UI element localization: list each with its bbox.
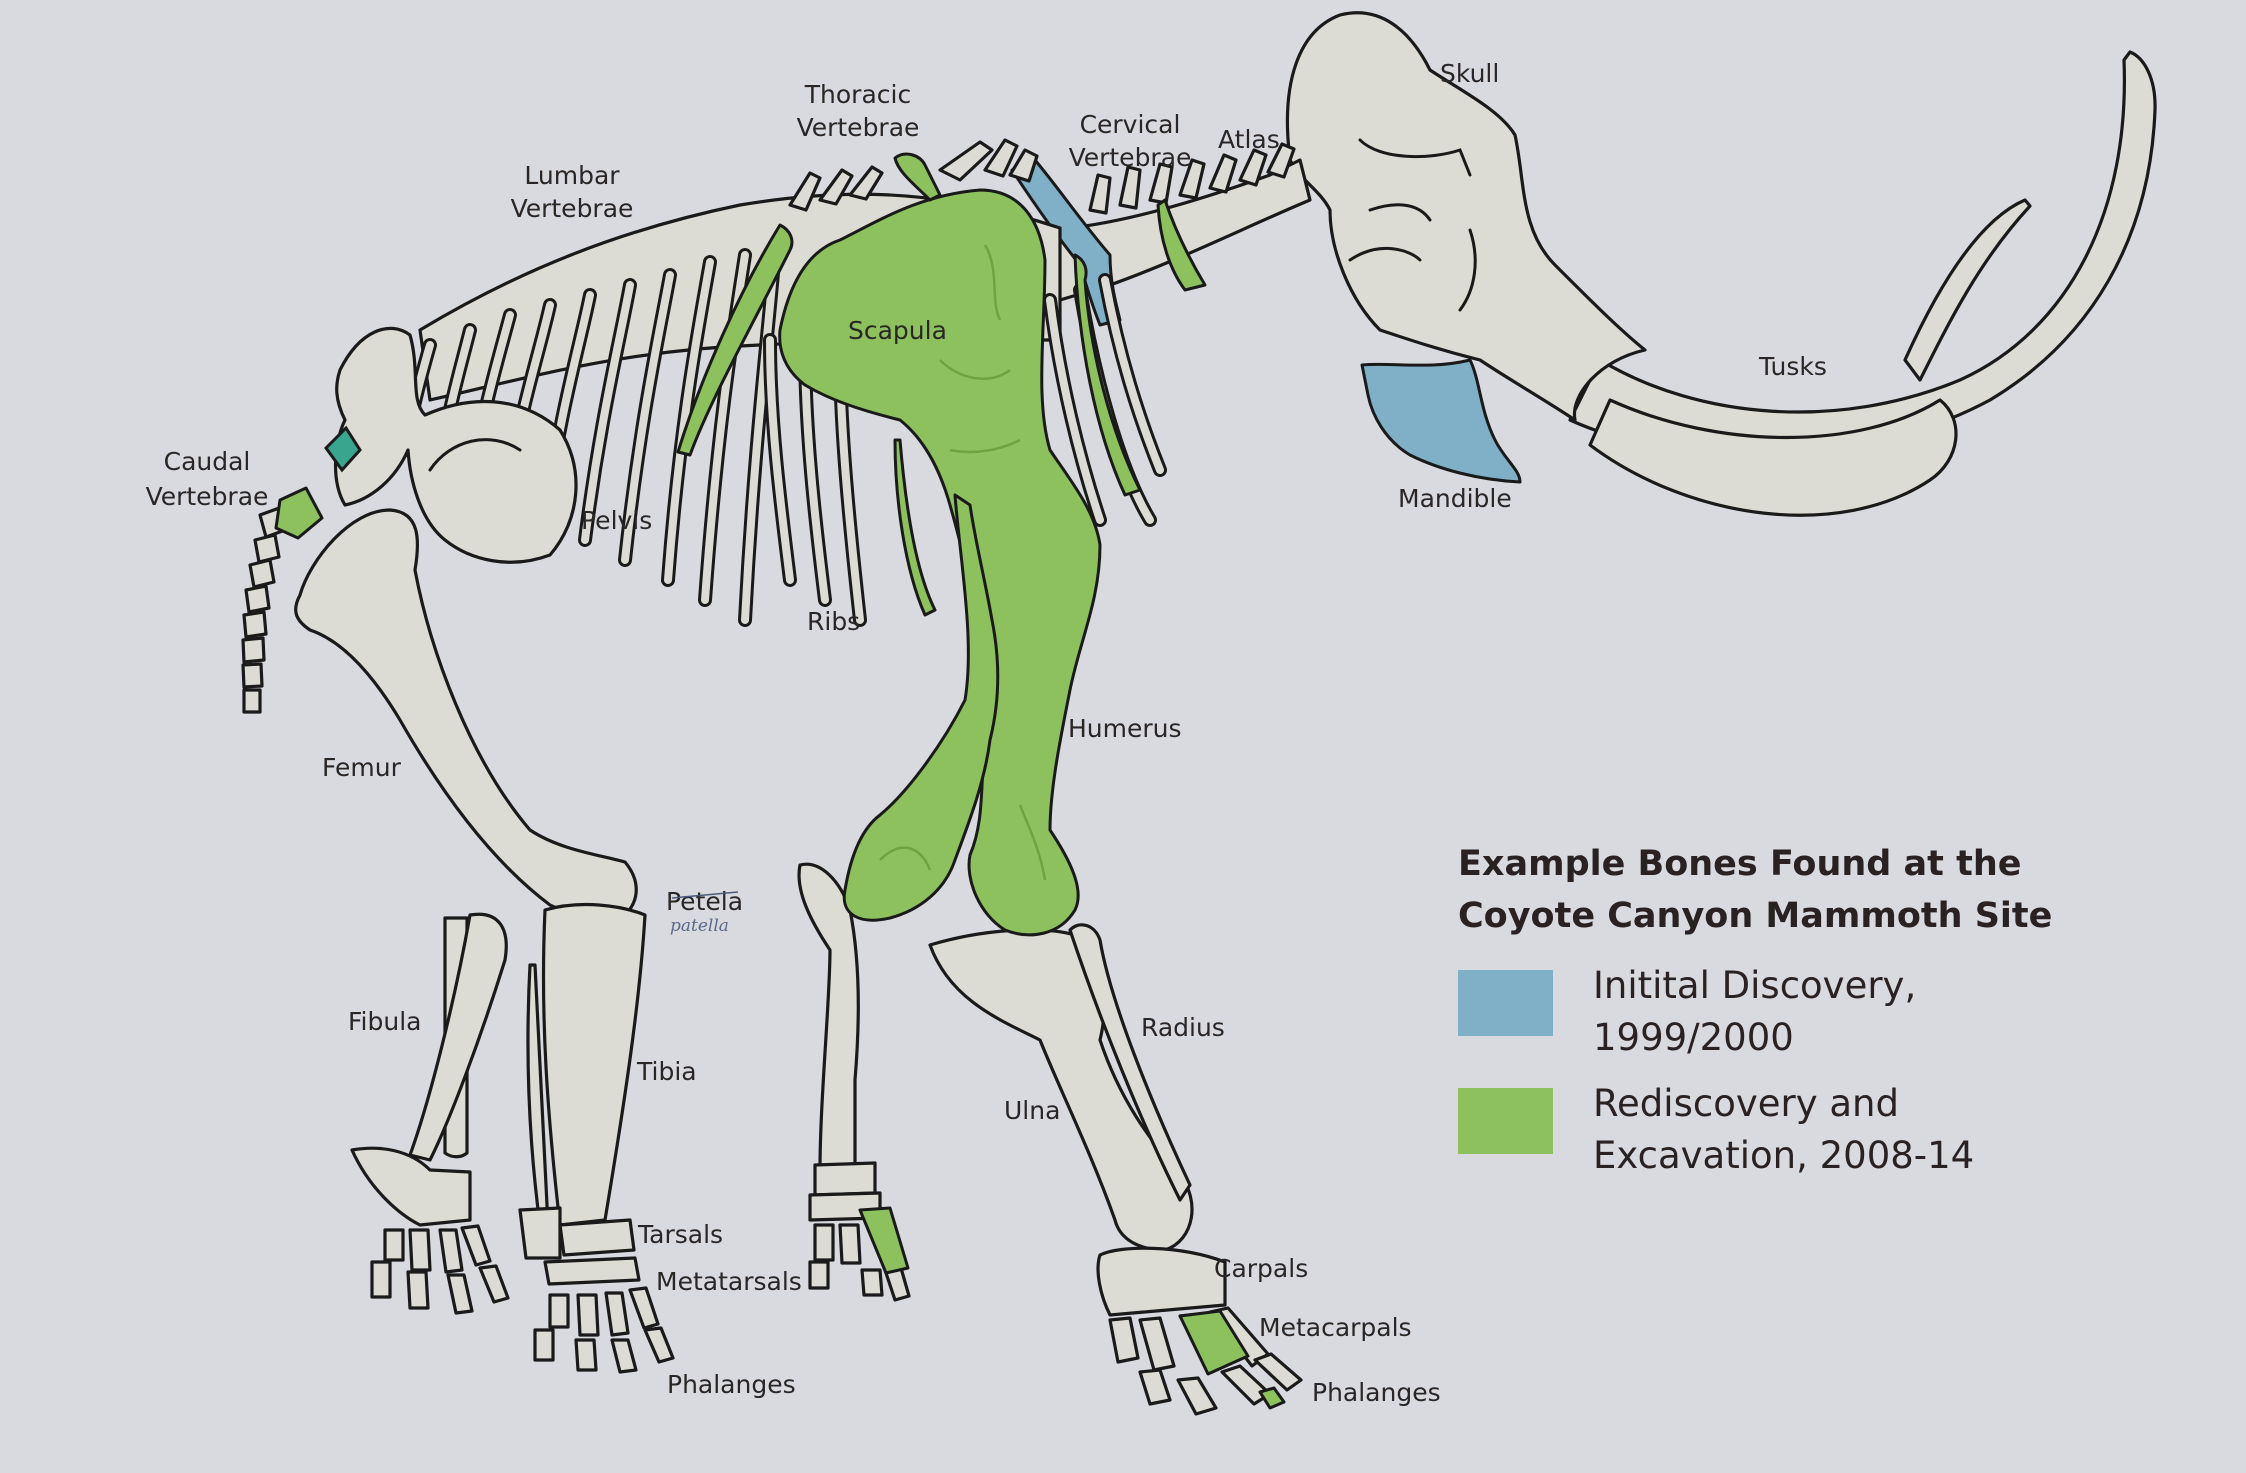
label-atlas: Atlas xyxy=(1218,125,1280,154)
rib-green-1 xyxy=(676,223,794,457)
legend-item-initial-line-2: 1999/2000 xyxy=(1593,1016,1794,1059)
fibula-bone xyxy=(408,912,508,1162)
label-lumbar-2: Vertebrae xyxy=(511,194,634,223)
label-pelvis: Pelvis xyxy=(581,506,652,535)
label-carpals: Carpals xyxy=(1214,1254,1308,1283)
label-tusks: Tusks xyxy=(1758,352,1827,381)
label-humerus: Humerus xyxy=(1068,714,1182,743)
rib-green-2 xyxy=(1073,253,1142,497)
label-skull: Skull xyxy=(1440,59,1499,88)
label-scapula: Scapula xyxy=(848,316,947,345)
label-lumbar-1: Lumbar xyxy=(524,161,620,190)
label-cervical-1: Cervical xyxy=(1080,110,1181,139)
thoracic-spine-green xyxy=(893,152,942,202)
label-ulna: Ulna xyxy=(1004,1096,1060,1125)
rib-7 xyxy=(621,271,674,564)
legend: Example Bones Found at the Coyote Canyon… xyxy=(1458,838,2158,1196)
rib-green-3 xyxy=(893,438,937,617)
rib-11 xyxy=(766,336,794,584)
label-fibula: Fibula xyxy=(348,1007,422,1036)
label-femur: Femur xyxy=(322,753,402,782)
pelvis-bone xyxy=(334,326,578,564)
label-phalanges-front: Phalanges xyxy=(1312,1378,1441,1407)
rib-16 xyxy=(1101,276,1164,474)
label-phalanges-hind: Phalanges xyxy=(667,1370,796,1399)
label-metacarpals: Metacarpals xyxy=(1259,1313,1412,1342)
legend-item-rediscovery-line-1: Rediscovery and xyxy=(1593,1082,1899,1125)
label-caudal-1: Caudal xyxy=(164,447,251,476)
front-foot-near xyxy=(1096,1246,1303,1416)
rib-9 xyxy=(701,251,749,604)
petela-strikethrough xyxy=(671,891,739,899)
bone-labels: Thoracic Vertebrae Cervical Vertebrae At… xyxy=(146,59,1827,1407)
hind-foot-front xyxy=(518,1206,675,1374)
hind-foot-rear xyxy=(350,1146,510,1315)
rib-6 xyxy=(581,281,634,544)
caudal-vertebrae-bones xyxy=(241,425,362,714)
tibia-bone xyxy=(526,902,647,1227)
skull-bone xyxy=(1285,11,1647,422)
label-petela: Petela xyxy=(666,887,743,916)
legend-title: Example Bones Found at the Coyote Canyon… xyxy=(1458,838,2158,942)
label-ribs: Ribs xyxy=(807,607,860,636)
mandible-bone xyxy=(1360,358,1522,484)
legend-item-rediscovery-line-2: Excavation, 2008-14 xyxy=(1593,1134,1975,1177)
label-mandible: Mandible xyxy=(1398,484,1512,513)
tusks-bone xyxy=(1568,50,2157,517)
legend-swatch-green xyxy=(1458,1088,1553,1154)
cervical-vertebrae-bones xyxy=(1048,142,1312,302)
legend-title-line-2: Coyote Canyon Mammoth Site xyxy=(1458,896,2053,936)
label-radius: Radius xyxy=(1141,1013,1225,1042)
label-thoracic-1: Thoracic xyxy=(804,80,911,109)
label-thoracic-2: Vertebrae xyxy=(797,113,920,142)
rib-14 xyxy=(1046,296,1104,524)
label-patella-correction: patella xyxy=(670,916,729,936)
legend-swatch-blue xyxy=(1458,970,1553,1036)
femur-bone xyxy=(294,508,638,919)
legend-item-rediscovery: Rediscovery and Excavation, 2008-14 xyxy=(1458,1078,2158,1182)
front-leg-rear xyxy=(797,862,911,1302)
label-metatarsals: Metatarsals xyxy=(656,1267,802,1296)
legend-item-initial-discovery: Initital Discovery, 1999/2000 xyxy=(1458,960,2158,1064)
radius-bone xyxy=(1068,923,1192,1202)
legend-item-initial-line-1: Initital Discovery, xyxy=(1593,964,1917,1007)
label-tibia: Tibia xyxy=(636,1057,697,1086)
label-caudal-2: Vertebrae xyxy=(146,482,269,511)
rib-8 xyxy=(664,258,714,584)
label-tarsals: Tarsals xyxy=(637,1220,723,1249)
scapula-humerus-green xyxy=(778,188,1102,937)
legend-title-line-1: Example Bones Found at the xyxy=(1458,844,2022,884)
label-cervical-2: Vertebrae xyxy=(1069,143,1192,172)
ulna-bone xyxy=(928,928,1194,1252)
